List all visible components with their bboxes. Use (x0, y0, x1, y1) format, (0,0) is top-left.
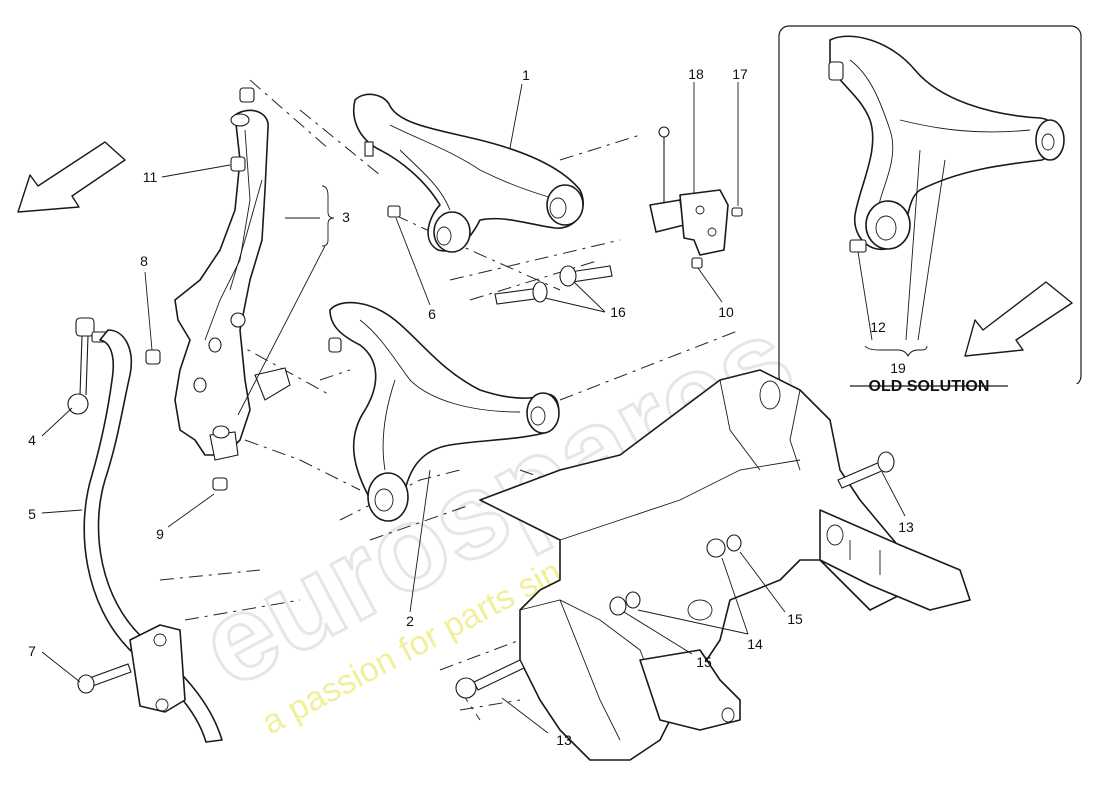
steering-knuckle (174, 87, 291, 491)
bolts-16 (494, 265, 613, 305)
upper-wishbone (353, 93, 584, 253)
callout-3: 3 (342, 209, 350, 225)
callout-14: 14 (747, 636, 763, 652)
subframe (479, 369, 971, 761)
height-sensor (649, 126, 743, 269)
callout-4: 4 (28, 432, 36, 448)
stabilizer (67, 317, 223, 743)
lower-wishbone (328, 301, 560, 522)
callout-9: 9 (156, 526, 164, 542)
inset-title: OLD SOLUTION (869, 378, 990, 395)
callout-7: 7 (28, 643, 36, 659)
leader-lines (41, 82, 906, 734)
callout-16: 16 (610, 304, 626, 320)
callout-13-front: 13 (556, 732, 572, 748)
callout-15-rear: 15 (787, 611, 803, 627)
direction-arrow-icon (964, 281, 1073, 357)
callout-1: 1 (522, 67, 530, 83)
callout-17: 17 (732, 66, 748, 82)
callout-6: 6 (428, 306, 436, 322)
callouts: 1 2 3 4 5 6 7 8 9 10 11 13 13 14 15 15 1… (28, 66, 914, 748)
callout-18: 18 (688, 66, 704, 82)
callout-13-rear: 13 (898, 519, 914, 535)
callout-8: 8 (140, 253, 148, 269)
callout-11: 11 (143, 169, 158, 185)
callout-5: 5 (28, 506, 36, 522)
callout-15-front: 15 (696, 654, 712, 670)
callout-12: 12 (870, 319, 886, 335)
callout-19: 19 (890, 360, 906, 376)
old-solution-inset: OLD SOLUTION 12 19 (778, 25, 1082, 395)
callout-10: 10 (718, 304, 734, 320)
direction-arrow-icon (17, 141, 126, 213)
bolts-13-14-15 (455, 451, 895, 699)
callout-2: 2 (406, 613, 414, 629)
